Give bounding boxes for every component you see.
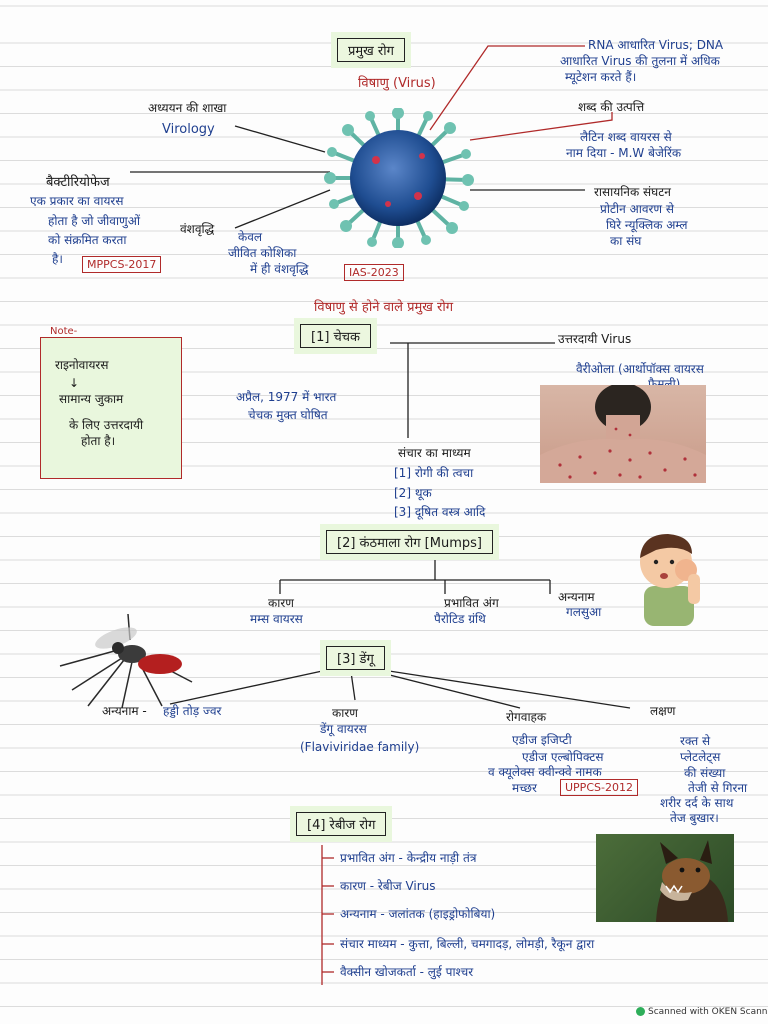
- growth-line-1: केवल: [238, 230, 262, 245]
- dengue-symptom-label: लक्षण: [650, 704, 675, 719]
- dengue-title: [3] डेंगू: [326, 646, 385, 670]
- rabies-item-2: कारण - रेबीज Virus: [340, 879, 436, 894]
- transmission-item-1: [1] रोगी की त्वचा: [394, 466, 473, 481]
- transmission-item-3: [3] दूषित वस्त्र आदि: [394, 505, 485, 520]
- note-line-1: राइनोवायरस: [55, 358, 108, 373]
- transmission-label: संचार का माध्यम: [398, 446, 471, 461]
- virus-image: [318, 108, 478, 248]
- dengue-carrier-label: रोगवाहक: [506, 710, 546, 725]
- dengue-carrier-line-2: एडीज एल्बोपिक्टस: [522, 750, 604, 765]
- note-line-3: सामान्य जुकाम: [59, 392, 123, 407]
- word-origin-line-1: लैटिन शब्द वायरस से: [580, 130, 672, 145]
- note-line-2: ↓: [69, 376, 79, 391]
- chemical-line-3: का संघ: [610, 234, 641, 249]
- mumps-organ-label: प्रभावित अंग: [444, 596, 499, 611]
- growth-exam-badge: IAS-2023: [344, 264, 404, 281]
- dengue-symptom-line-3: की संख्या: [684, 766, 725, 781]
- rabies-item-1: प्रभावित अंग - केन्द्रीय नाड़ी तंत्र: [340, 851, 476, 866]
- chemical-line-1: प्रोटीन आवरण से: [600, 202, 674, 217]
- bacteriophage-line-4: है।: [52, 252, 63, 267]
- dengue-cause-line-1: डेंगू वायरस: [320, 722, 367, 737]
- scanner-text: Scanned with OKEN Scanner: [648, 1007, 768, 1017]
- word-origin-line-2: नाम दिया - M.W बेजेरिंक: [566, 146, 681, 161]
- mumps-other-name-label: अन्यनाम: [558, 590, 595, 605]
- growth-line-2: जीवित कोशिका: [228, 246, 296, 261]
- dengue-cause-label: कारण: [332, 706, 358, 721]
- dengue-other-name-value: हड्डी तोड़ ज्वर: [163, 704, 221, 719]
- bacteriophage-line-3: को संक्रमित करता: [48, 233, 126, 248]
- dengue-symptom-line-4: तेजी से गिरना: [688, 781, 747, 796]
- dengue-other-name-label: अन्यनाम -: [102, 704, 147, 719]
- india-free-line-1: अप्रैल, 1977 में भारत: [236, 390, 336, 405]
- mumps-title: [2] कंठमाला रोग [Mumps]: [326, 530, 493, 554]
- india-free-line-2: चेचक मुक्त घोषित: [248, 408, 328, 423]
- dengue-carrier-line-3: व क्यूलेक्स क्वीन्क्वे नामक: [488, 765, 602, 780]
- rna-note-line-2: आधारित Virus की तुलना में अधिक: [560, 54, 720, 69]
- dengue-symptom-line-5: शरीर दर्द के साथ: [660, 796, 733, 811]
- rabies-item-3: अन्यनाम - जलांतक (हाइड्रोफोबिया): [340, 907, 495, 922]
- mumps-cause-label: कारण: [268, 596, 294, 611]
- chickenpox-responsible-line-1: वैरीओला (आर्थोपॉक्स वायरस: [576, 362, 704, 377]
- dengue-symptom-line-2: प्लेटलेट्स: [680, 750, 720, 765]
- rabid-dog-photo: [596, 834, 734, 922]
- note-line-4: के लिए उत्तरदायी: [69, 418, 143, 433]
- chickenpox-title: [1] चेचक: [300, 324, 371, 348]
- dengue-carrier-line-1: एडीज इजिप्टी: [512, 733, 572, 748]
- study-branch-value: Virology: [162, 122, 215, 137]
- bacteriophage-line-2: होता है जो जीवाणुओं: [48, 214, 140, 229]
- bacteriophage-exam-badge: MPPCS-2017: [82, 256, 161, 273]
- scanner-watermark: Scanned with OKEN Scanner: [636, 1006, 768, 1018]
- rabies-title: [4] रेबीज रोग: [296, 812, 386, 836]
- main-title: प्रमुख रोग: [337, 38, 405, 62]
- note-box: राइनोवायरस ↓ सामान्य जुकाम के लिए उत्तरद…: [40, 337, 182, 479]
- rna-note-line-1: RNA आधारित Virus; DNA: [588, 38, 723, 53]
- chickenpox-responsible-label: उत्तरदायी Virus: [558, 332, 631, 347]
- word-origin-label: शब्द की उत्पत्ति: [578, 100, 644, 115]
- note-line-5: होता है।: [81, 434, 115, 449]
- dengue-symptom-line-6: तेज बुखार।: [670, 811, 719, 826]
- chemical-line-2: घिरे न्यूक्लिक अम्ल: [606, 218, 688, 233]
- dengue-symptom-line-1: रक्त से: [680, 734, 710, 749]
- study-branch-label: अध्ययन की शाखा: [148, 101, 226, 116]
- mosquito-image: [52, 610, 202, 710]
- dengue-carrier-exam-badge: UPPCS-2012: [560, 779, 638, 796]
- chickenpox-photo: [540, 385, 706, 483]
- mumps-cartoon: [626, 524, 712, 630]
- scanner-logo-icon: [636, 1007, 645, 1016]
- section-heading: विषाणु से होने वाले प्रमुख रोग: [314, 300, 453, 315]
- mumps-cause-value: मम्स वायरस: [250, 612, 303, 627]
- bacteriophage-label: बैक्टीरियोफेज: [46, 175, 110, 190]
- dengue-cause-line-2: (Flaviviridae family): [300, 740, 419, 755]
- chemical-label: रासायनिक संघटन: [594, 185, 671, 200]
- growth-line-3: में ही वंशवृद्धि: [250, 262, 309, 277]
- growth-label: वंशवृद्धि: [180, 222, 214, 237]
- bacteriophage-line-1: एक प्रकार का वायरस: [30, 194, 123, 209]
- main-subtitle: विषाणु (Virus): [358, 76, 436, 91]
- rna-note-line-3: म्यूटेशन करते हैं।: [565, 70, 636, 85]
- transmission-item-2: [2] थूक: [394, 486, 432, 501]
- dengue-carrier-line-4: मच्छर: [512, 781, 537, 796]
- mumps-other-name-value: गलसुआ: [566, 605, 601, 620]
- rabies-item-5: वैक्सीन खोजकर्ता - लुई पाश्चर: [340, 965, 473, 980]
- mumps-organ-value: पैरोटिड ग्रंथि: [434, 612, 486, 627]
- rabies-item-4: संचार माध्यम - कुत्ता, बिल्ली, चमगादड़, …: [340, 937, 594, 952]
